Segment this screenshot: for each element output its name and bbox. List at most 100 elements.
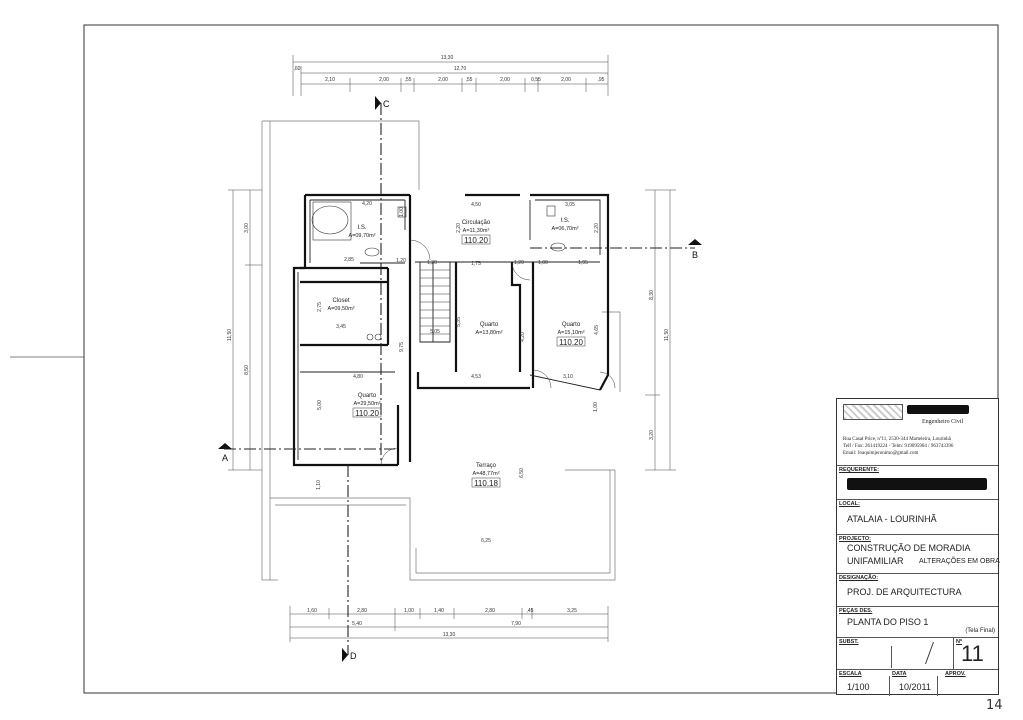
room-name: Circulação — [462, 220, 491, 226]
room-code: 110.18 — [474, 479, 498, 488]
dim-top-seg: 2,10 — [325, 77, 335, 83]
inner-dim: 4,65 — [594, 325, 600, 335]
inner-dim: 3,05 — [565, 202, 575, 208]
dim-top-overall: 13,30 — [441, 55, 454, 61]
door-swings — [380, 239, 616, 466]
inner-dim: 2,20 — [594, 223, 600, 233]
washbasin — [364, 247, 380, 257]
data-value: 10/2011 — [899, 682, 931, 692]
subst-label: SUBST. — [839, 639, 859, 645]
fixtures — [311, 201, 566, 341]
dim-bottom-seg: 2,80 — [357, 608, 367, 614]
designacao-value: PROJ. DE ARQUITECTURA — [847, 587, 962, 597]
dim-left-sub: 8,50 — [244, 365, 250, 375]
plan-thin-walls — [297, 199, 601, 460]
tb-requerente: REQUERENTE: — [837, 466, 998, 500]
roof-outline — [261, 120, 621, 581]
n-value: 11 — [961, 641, 984, 666]
inner-dim: 1,10 — [316, 480, 322, 490]
dim-right-sub: 3,20 — [649, 430, 655, 440]
signature-mark — [924, 642, 951, 664]
room-code: 110.20 — [464, 236, 488, 245]
room-area: A=29,50m² — [353, 401, 380, 407]
page-number-handwritten: 14 — [986, 698, 1003, 713]
inner-dim: 4,50 — [471, 202, 481, 208]
dims-bottom — [289, 606, 609, 642]
inner-dim: 4,53 — [471, 374, 481, 380]
stair — [420, 269, 450, 335]
section-arrow-c — [375, 96, 381, 110]
inner-dim: 1,00 — [538, 260, 548, 266]
room-name: Closet — [332, 298, 349, 304]
projecto-value-1: CONSTRUÇÃO DE MORADIA — [847, 543, 971, 553]
pecas-label: PEÇAS DES. — [839, 608, 873, 614]
subst-divider — [891, 646, 892, 668]
room-area: A=13,80m² — [475, 330, 502, 336]
inner-dim: 1,20 — [396, 258, 406, 264]
dims-left — [228, 189, 262, 471]
tb-designacao: DESIGNAÇÃO: PROJ. DE ARQUITECTURA — [837, 574, 998, 607]
dim-right-sub: 8,30 — [649, 290, 655, 300]
tb-local: LOCAL: ATALAIA - LOURINHÃ — [837, 500, 998, 535]
projecto-label: PROJECTO: — [839, 536, 871, 542]
dim-bottom-overall: 13,30 — [443, 632, 456, 638]
room-code: 110.20 — [559, 338, 583, 347]
dims-right — [645, 189, 676, 471]
inner-dim: 5,05 — [430, 329, 440, 335]
dim-bottom-seg: ,45 — [527, 608, 534, 614]
section-lines — [224, 103, 695, 655]
redacted-requerente — [847, 478, 987, 490]
sheet-frame — [83, 24, 999, 694]
room-area: A=11,30m² — [463, 228, 490, 234]
dim-bottom-seg: 2,80 — [485, 608, 495, 614]
email-line: Email: Joaquimjeronimo@gmail.com — [843, 451, 919, 456]
room-name: I.S. — [560, 218, 569, 224]
dim-top-seg: ,95 — [598, 77, 605, 83]
room-name: Quarto — [480, 322, 499, 328]
tb-header: Engenheiro Civil Rua Casal Price, nº11, … — [837, 399, 998, 466]
company-logo — [843, 404, 903, 420]
inner-dim: 1,75 — [471, 261, 481, 267]
room-name: Quarto — [562, 322, 581, 328]
section-markers — [218, 96, 702, 662]
aprov-label: APROV. — [945, 671, 966, 677]
tb-subst: SUBST. Nº 11 — [837, 638, 998, 670]
inner-dim: 2,20 — [456, 223, 462, 233]
address-line: Rua Casal Price, nº11, 2530-344 Martelei… — [843, 437, 951, 442]
projecto-note: ALTERAÇÕES EM OBRA — [919, 558, 1000, 565]
section-arrow-d — [342, 648, 348, 662]
escala-value: 1/100 — [847, 682, 870, 692]
dim-left-overall: 11,50 — [227, 329, 233, 341]
dim-top-seg: 2,00 — [438, 77, 448, 83]
section-label-c: C — [383, 99, 390, 109]
section-label-b: B — [692, 250, 698, 260]
dims-bottom-segments: 1,60 2,80 1,00 1,40 2,80 ,45 3,25 — [307, 608, 577, 614]
inner-dim: 1,20 — [514, 260, 524, 266]
dim-bottom-seg: 1,40 — [434, 608, 444, 614]
tb-projecto: PROJECTO: CONSTRUÇÃO DE MORADIA UNIFAMIL… — [837, 535, 1000, 574]
inner-dims: 4,20 1,00 2,85 1,20 1,20 1,75 4,50 3,05 … — [316, 201, 600, 544]
inner-dim: 1,20 — [427, 260, 437, 266]
dim-bottom-mid: 5,40 — [352, 621, 362, 627]
room-area: A=15,10m² — [557, 330, 584, 336]
redacted-name — [907, 405, 969, 414]
tela-note: (Tela Final) — [965, 628, 995, 634]
inner-dim: 9,75 — [399, 342, 405, 352]
requerente-label: REQUERENTE: — [839, 467, 880, 473]
dim-top-seg: 0,55 — [531, 77, 541, 83]
pecas-value: PLANTA DO PISO 1 — [847, 617, 929, 627]
projecto-value-2: UNIFAMILIAR — [847, 556, 904, 566]
inner-dim: 4,20 — [362, 201, 372, 207]
inner-dim: 1,00 — [399, 207, 405, 217]
section-arrow-b — [688, 239, 702, 245]
dim-top-inner: 12,70 — [454, 66, 467, 72]
toilet — [397, 206, 407, 218]
inner-dim: 5,00 — [317, 400, 323, 410]
data-label: DATA — [892, 671, 907, 677]
inner-dim: 1,95 — [578, 260, 588, 266]
room-area: A=48,77m² — [472, 471, 499, 477]
dim-right-overall: 11,50 — [664, 329, 670, 341]
dim-bottom-seg: 1,60 — [307, 608, 317, 614]
dims-top — [292, 55, 609, 96]
dim-top-seg: 2,00 — [500, 77, 510, 83]
